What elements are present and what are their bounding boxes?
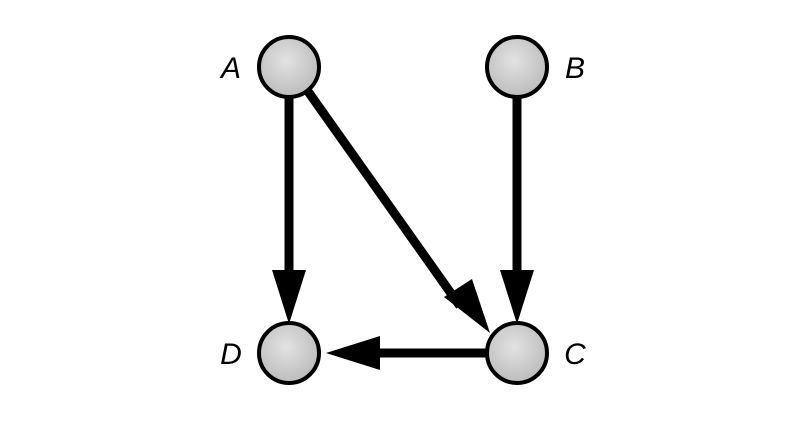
node-b-circle xyxy=(485,35,549,99)
node-d-label: D xyxy=(220,338,242,371)
node-c-circle xyxy=(485,321,549,385)
edge-a-to-c-line xyxy=(303,87,464,309)
edge-b-to-c xyxy=(500,98,534,324)
node-d-circle xyxy=(257,321,321,385)
node-d: D xyxy=(220,321,321,385)
node-c-label: C xyxy=(564,338,586,371)
edge-a-to-c-arrowhead xyxy=(444,279,490,333)
edges xyxy=(272,87,534,370)
node-c: C xyxy=(485,321,586,385)
node-a-circle xyxy=(257,35,321,99)
edge-a-to-c xyxy=(303,87,490,333)
node-a-label: A xyxy=(219,52,241,85)
edge-a-to-d-arrowhead xyxy=(272,270,306,324)
edge-c-to-d xyxy=(326,336,486,370)
edge-b-to-c-arrowhead xyxy=(500,270,534,324)
edge-c-to-d-arrowhead xyxy=(326,336,380,370)
nodes: A B C D xyxy=(219,35,586,385)
node-b: B xyxy=(485,35,585,99)
edge-a-to-d xyxy=(272,98,306,324)
node-b-label: B xyxy=(565,52,585,85)
node-a: A xyxy=(219,35,321,99)
